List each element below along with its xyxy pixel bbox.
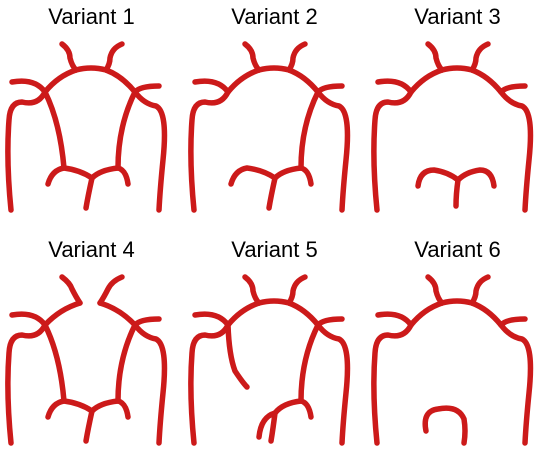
left-middle-cerebral-artery bbox=[375, 78, 414, 95]
right-internal-carotid-artery bbox=[498, 89, 534, 213]
left-anterior-segment bbox=[225, 300, 262, 328]
left-internal-carotid-artery bbox=[188, 89, 231, 213]
left-anterior-cerebral-branch bbox=[59, 41, 79, 73]
right-internal-carotid-artery bbox=[132, 322, 168, 446]
right-middle-cerebral-artery bbox=[132, 316, 162, 328]
left-internal-carotid-artery bbox=[371, 322, 414, 446]
variant-4-label: Variant 4 bbox=[48, 237, 135, 262]
variant-3-label: Variant 3 bbox=[414, 4, 501, 29]
left-anterior-segment bbox=[408, 300, 445, 328]
left-internal-carotid-artery bbox=[5, 322, 48, 446]
left-middle-cerebral-artery bbox=[9, 78, 48, 95]
right-internal-carotid-artery bbox=[498, 322, 534, 446]
variant-6-label: Variant 6 bbox=[414, 237, 501, 262]
right-posterior-cerebral-artery bbox=[272, 398, 314, 420]
left-anterior-cerebral-branch bbox=[242, 41, 262, 73]
anterior-communicating-artery bbox=[73, 65, 109, 73]
variant-3-panel: Variant 3 bbox=[366, 0, 549, 232]
left-middle-cerebral-artery bbox=[192, 311, 231, 328]
variant-5-vessel-diagram bbox=[188, 274, 351, 446]
left-middle-cerebral-artery bbox=[375, 311, 414, 328]
posterior-cerebral-arch bbox=[422, 405, 468, 446]
left-anterior-cerebral-branch bbox=[59, 274, 83, 306]
anterior-communicating-artery bbox=[256, 65, 292, 73]
left-posterior-cerebral-artery bbox=[45, 398, 95, 420]
left-fetal-posterior-cerebral-artery bbox=[225, 322, 250, 390]
basilar-artery bbox=[268, 410, 278, 444]
left-posterior-communicating-artery bbox=[42, 89, 67, 171]
basilar-artery bbox=[266, 175, 278, 211]
variant-2-panel: Variant 2 bbox=[183, 0, 366, 232]
variant-1-vessel-diagram bbox=[5, 41, 168, 213]
variant-6-vessel-diagram bbox=[371, 274, 534, 446]
left-middle-cerebral-artery bbox=[192, 78, 231, 95]
right-middle-cerebral-artery bbox=[315, 83, 345, 95]
variant-2-vessel-diagram bbox=[188, 41, 351, 213]
left-posterior-cerebral-artery bbox=[415, 167, 461, 189]
left-anterior-cerebral-branch bbox=[425, 41, 445, 73]
right-internal-carotid-artery bbox=[132, 89, 168, 213]
right-anterior-cerebral-branch bbox=[97, 274, 125, 306]
right-posterior-communicating-artery bbox=[115, 89, 138, 171]
left-internal-carotid-artery bbox=[188, 322, 231, 446]
right-anterior-cerebral-branch bbox=[469, 274, 491, 306]
right-anterior-segment bbox=[103, 67, 138, 95]
anterior-communicating-artery bbox=[439, 298, 475, 306]
left-anterior-segment bbox=[225, 67, 262, 95]
right-posterior-cerebral-artery bbox=[455, 167, 497, 189]
variant-1-panel: Variant 1 bbox=[0, 0, 183, 232]
left-posterior-cerebral-artery bbox=[228, 165, 278, 187]
right-internal-carotid-artery bbox=[315, 322, 351, 446]
right-posterior-cerebral-artery bbox=[89, 165, 131, 187]
variant-5-panel: Variant 5 bbox=[183, 233, 366, 465]
left-posterior-cerebral-artery bbox=[45, 165, 95, 187]
left-anterior-segment bbox=[408, 67, 445, 95]
basilar-artery bbox=[83, 408, 95, 444]
left-internal-carotid-artery bbox=[371, 89, 414, 213]
right-anterior-cerebral-branch bbox=[286, 274, 308, 306]
right-anterior-cerebral-branch bbox=[103, 41, 125, 73]
anterior-communicating-artery bbox=[439, 65, 475, 73]
left-anterior-cerebral-branch bbox=[425, 274, 445, 306]
right-anterior-segment bbox=[97, 300, 138, 328]
right-posterior-communicating-artery bbox=[115, 322, 138, 404]
variant-2-label: Variant 2 bbox=[231, 4, 318, 29]
right-posterior-communicating-artery bbox=[298, 89, 321, 171]
right-middle-cerebral-artery bbox=[132, 83, 162, 95]
left-internal-carotid-artery bbox=[5, 89, 48, 213]
basilar-artery bbox=[453, 177, 461, 209]
right-middle-cerebral-artery bbox=[498, 83, 528, 95]
anterior-communicating-artery bbox=[256, 298, 292, 306]
left-posterior-communicating-artery bbox=[42, 322, 67, 404]
right-middle-cerebral-artery bbox=[498, 316, 528, 328]
variant-6-panel: Variant 6 bbox=[366, 233, 549, 465]
right-posterior-cerebral-artery bbox=[272, 165, 314, 187]
variant-4-panel: Variant 4 bbox=[0, 233, 183, 465]
variant-1-label: Variant 1 bbox=[48, 4, 135, 29]
right-posterior-communicating-artery bbox=[298, 322, 321, 404]
right-middle-cerebral-artery bbox=[315, 316, 345, 328]
right-anterior-segment bbox=[286, 300, 321, 328]
left-anterior-segment bbox=[42, 300, 83, 328]
left-middle-cerebral-artery bbox=[9, 311, 48, 328]
right-anterior-cerebral-branch bbox=[469, 41, 491, 73]
variant-5-label: Variant 5 bbox=[231, 237, 318, 262]
right-anterior-segment bbox=[469, 67, 504, 95]
right-posterior-cerebral-artery bbox=[89, 398, 131, 420]
right-anterior-segment bbox=[469, 300, 504, 328]
variant-3-vessel-diagram bbox=[371, 41, 534, 213]
right-anterior-cerebral-branch bbox=[286, 41, 308, 73]
basilar-artery bbox=[83, 175, 95, 211]
right-internal-carotid-artery bbox=[315, 89, 351, 213]
variant-4-vessel-diagram bbox=[5, 274, 168, 446]
left-anterior-cerebral-branch bbox=[242, 274, 262, 306]
left-anterior-segment bbox=[42, 67, 79, 95]
right-anterior-segment bbox=[286, 67, 321, 95]
